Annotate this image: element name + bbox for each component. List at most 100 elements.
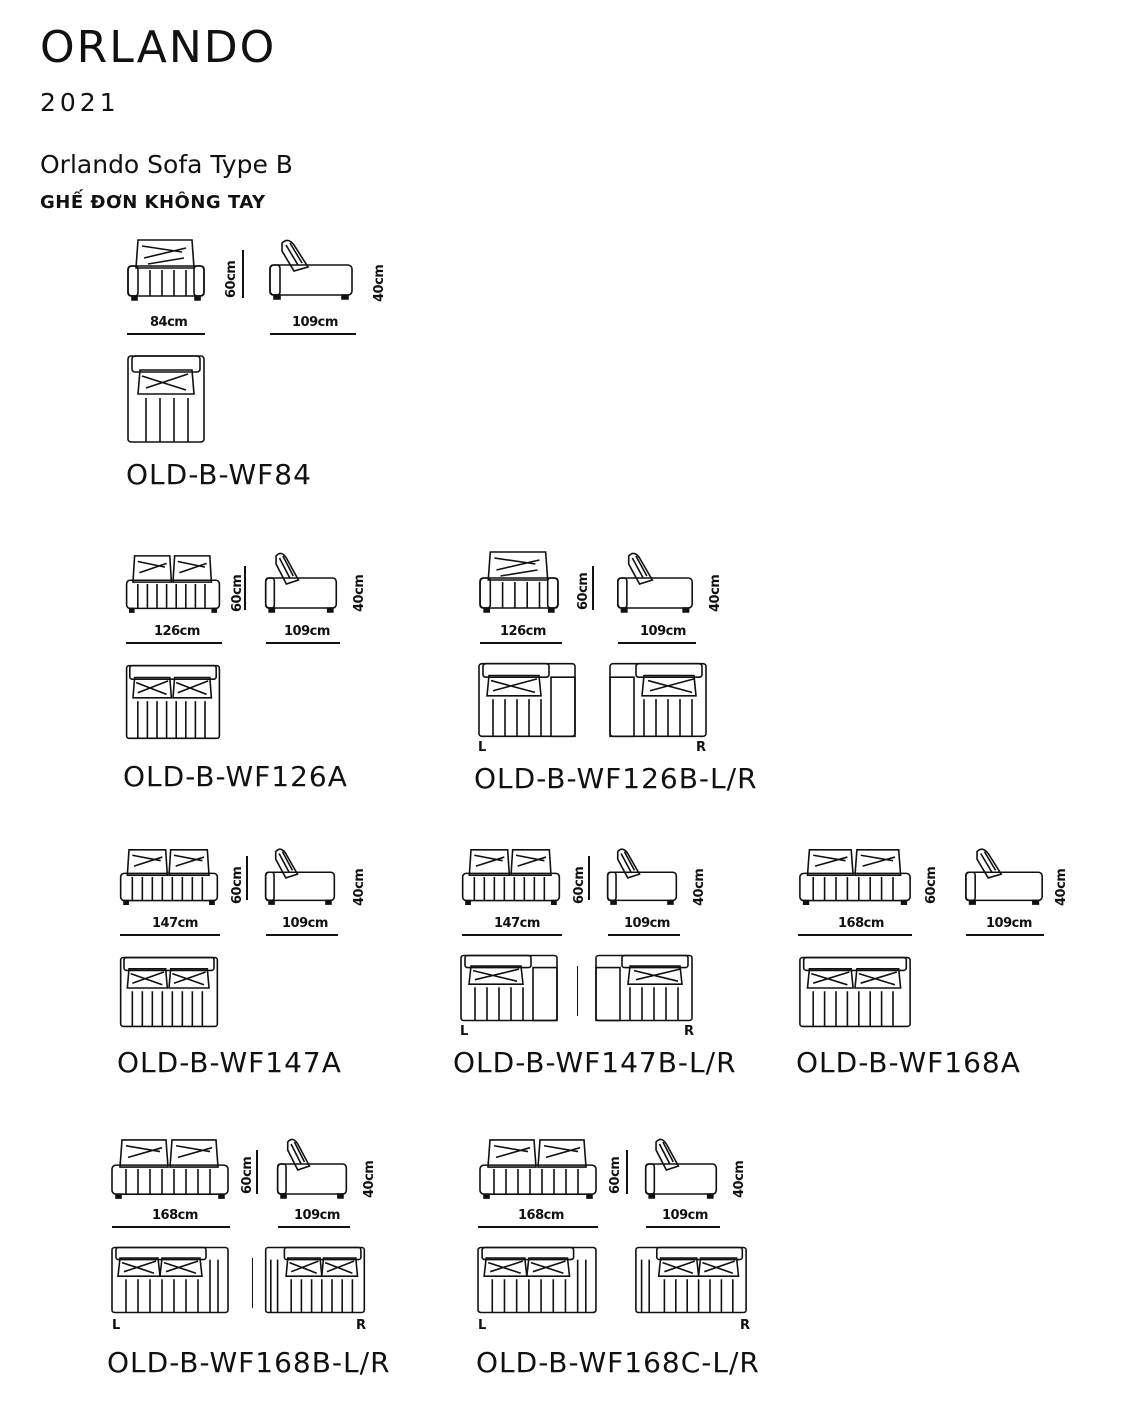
model-code: OLD-B-WF126A <box>123 760 348 793</box>
width-dimension-line <box>112 1226 230 1228</box>
width-dimension: 147cm <box>494 916 540 931</box>
seat-height-dimension: 40cm <box>352 868 367 906</box>
top-view-drawing <box>125 664 221 740</box>
top-view-drawing <box>119 956 219 1028</box>
right-label: R <box>684 1024 695 1039</box>
depth-dimension: 109cm <box>640 624 686 639</box>
width-dimension: 126cm <box>500 624 546 639</box>
seat-height-dimension: 40cm <box>1054 868 1069 906</box>
width-dimension-line <box>462 934 562 936</box>
top-view-right-drawing <box>634 1246 748 1314</box>
front-view-drawing <box>798 848 912 906</box>
width-dimension-line <box>120 934 220 936</box>
top-view-right-drawing <box>608 662 708 738</box>
side-view-drawing <box>264 550 338 614</box>
model-code: OLD-B-WF84 <box>126 458 312 491</box>
depth-dimension: 109cm <box>294 1208 340 1223</box>
depth-dimension: 109cm <box>282 916 328 931</box>
top-view-right-drawing <box>594 954 694 1022</box>
right-label: R <box>356 1318 367 1333</box>
width-dimension: 147cm <box>152 916 198 931</box>
top-view-drawing <box>126 354 206 444</box>
year-label: 2021 <box>40 88 120 117</box>
side-view-drawing <box>606 846 678 906</box>
side-view-drawing <box>964 846 1044 906</box>
seat-height-dimension: 40cm <box>362 1160 377 1198</box>
seat-height-dimension: 40cm <box>372 264 387 302</box>
width-dimension-line <box>126 642 222 644</box>
width-dimension: 168cm <box>152 1208 198 1223</box>
top-view-left-drawing <box>110 1246 230 1314</box>
model-code: OLD-B-WF168A <box>796 1046 1021 1079</box>
front-view-drawing <box>478 550 560 614</box>
height-dimension-line <box>244 566 246 610</box>
height-dimension-line <box>256 1150 258 1194</box>
top-view-right-drawing <box>264 1246 366 1314</box>
height-dimension: 60cm <box>576 572 591 610</box>
width-dimension-line <box>480 642 562 644</box>
model-code: OLD-B-WF168B-L/R <box>107 1346 391 1379</box>
depth-dimension-line <box>270 333 356 335</box>
right-label: R <box>696 740 707 755</box>
seat-height-dimension: 40cm <box>692 868 707 906</box>
depth-dimension: 109cm <box>292 315 338 330</box>
front-view-drawing <box>110 1138 230 1200</box>
left-label: L <box>478 740 487 755</box>
page-title: ORLANDO <box>40 22 277 73</box>
depth-dimension: 109cm <box>986 916 1032 931</box>
height-dimension: 60cm <box>240 1156 255 1194</box>
side-view-drawing <box>268 236 354 302</box>
height-dimension-line <box>592 566 594 610</box>
front-view-drawing <box>119 848 219 906</box>
height-dimension-line <box>242 250 244 298</box>
separator-line <box>577 966 578 1016</box>
width-dimension-line <box>127 333 205 335</box>
left-label: L <box>460 1024 469 1039</box>
width-dimension-line <box>478 1226 598 1228</box>
front-view-drawing <box>126 238 206 302</box>
width-dimension: 126cm <box>154 624 200 639</box>
depth-dimension: 109cm <box>284 624 330 639</box>
top-view-left-drawing <box>477 662 577 738</box>
front-view-drawing <box>125 554 221 614</box>
depth-dimension-line <box>618 642 696 644</box>
depth-dimension: 109cm <box>662 1208 708 1223</box>
model-code: OLD-B-WF126B-L/R <box>474 762 758 795</box>
height-dimension: 60cm <box>924 866 939 904</box>
model-code: OLD-B-WF147B-L/R <box>453 1046 737 1079</box>
model-code: OLD-B-WF168C-L/R <box>476 1346 760 1379</box>
left-label: L <box>478 1318 487 1333</box>
seat-height-dimension: 40cm <box>732 1160 747 1198</box>
width-dimension: 168cm <box>838 916 884 931</box>
product-subtitle: Orlando Sofa Type B <box>40 150 293 179</box>
front-view-drawing <box>478 1138 598 1200</box>
height-dimension: 60cm <box>608 1156 623 1194</box>
left-label: L <box>112 1318 121 1333</box>
height-dimension: 60cm <box>224 260 239 298</box>
width-dimension-line <box>798 934 912 936</box>
height-dimension-line <box>588 856 590 900</box>
side-view-drawing <box>644 1136 718 1200</box>
product-category: GHẾ ĐƠN KHÔNG TAY <box>40 192 266 213</box>
depth-dimension-line <box>266 642 340 644</box>
width-dimension: 84cm <box>150 315 188 330</box>
depth-dimension-line <box>646 1226 720 1228</box>
height-dimension: 60cm <box>572 866 587 904</box>
height-dimension: 60cm <box>230 574 245 612</box>
height-dimension: 60cm <box>230 866 245 904</box>
height-dimension-line <box>246 856 248 900</box>
depth-dimension-line <box>266 934 338 936</box>
side-view-drawing <box>616 550 694 614</box>
top-view-left-drawing <box>476 1246 598 1314</box>
top-view-drawing <box>798 956 912 1028</box>
side-view-drawing <box>264 846 336 906</box>
seat-height-dimension: 40cm <box>352 574 367 612</box>
height-dimension-line <box>626 1150 628 1194</box>
top-view-left-drawing <box>459 954 559 1022</box>
depth-dimension-line <box>608 934 680 936</box>
right-label: R <box>740 1318 751 1333</box>
width-dimension: 168cm <box>518 1208 564 1223</box>
side-view-drawing <box>276 1136 348 1200</box>
front-view-drawing <box>461 848 561 906</box>
seat-height-dimension: 40cm <box>708 574 723 612</box>
